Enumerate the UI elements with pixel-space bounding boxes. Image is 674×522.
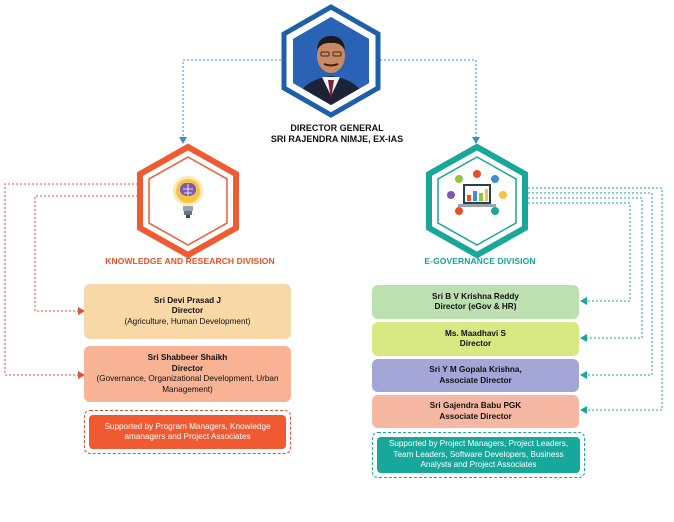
lightbulb-brain-icon: [173, 176, 203, 218]
dg-connector-arrows: [179, 137, 480, 144]
kr-support-frame: Supported by Program Managers, Knowledge…: [84, 410, 291, 454]
eg-division-title: E-GOVERNANCE DIVISION: [424, 256, 536, 266]
director-general-title: DIRECTOR GENERAL: [290, 123, 384, 133]
director-general-label: DIRECTOR GENERAL SRI RAJENDRA NIMJE, EX-…: [237, 123, 437, 145]
kr-support-note: Supported by Program Managers, Knowledge…: [89, 415, 286, 449]
eg-support-note: Supported by Project Managers, Project L…: [377, 437, 580, 473]
member-role: Associate Director: [439, 375, 512, 385]
member-name: Sri Shabbeer Shaikh: [147, 353, 228, 362]
member-role: Director: [171, 363, 204, 373]
member-role: Director: [171, 306, 204, 316]
eg-support-frame: Supported by Project Managers, Project L…: [372, 432, 585, 478]
director-general-name: SRI RAJENDRA NIMJE, EX-IAS: [270, 134, 404, 144]
eg-connectors: [528, 187, 663, 411]
member-role: Director (eGov & HR): [434, 302, 517, 311]
kr-member-card: Sri Shabbeer Shaikh Director (Governance…: [84, 346, 291, 402]
eg-member-card: Sri Gajendra Babu PGK Associate Director: [372, 395, 579, 428]
eg-member-card: Sri Y M Gopala Krishna, Associate Direct…: [372, 359, 579, 392]
member-scope: (Agriculture, Human Development): [124, 316, 251, 326]
eg-connector-arrows: [580, 297, 587, 414]
member-name: Sri B V Krishna Reddy: [432, 291, 519, 301]
member-scope: (Governance, Organizational Development,…: [96, 374, 279, 394]
computer-network-icon: [447, 170, 507, 215]
kr-division-title: KNOWLEDGE AND RESEARCH DIVISION: [105, 256, 275, 266]
eg-member-card: Ms. Maadhavi S Director: [372, 322, 579, 356]
kr-member-card: Sri Devi Prasad J Director (Agriculture,…: [84, 284, 291, 339]
kr-connector-arrows: [78, 307, 85, 379]
dg-connectors: [182, 59, 477, 140]
member-name: Sri Y M Gopala Krishna,: [429, 365, 522, 374]
member-name: Ms. Maadhavi S: [445, 328, 506, 338]
member-name: Sri Devi Prasad J: [154, 295, 221, 305]
eg-member-card: Sri B V Krishna Reddy Director (eGov & H…: [372, 285, 579, 319]
member-role: Director: [459, 339, 492, 348]
kr-connectors: [4, 183, 138, 376]
member-role: Associate Director: [439, 411, 512, 421]
member-name: Sri Gajendra Babu PGK: [429, 401, 522, 410]
